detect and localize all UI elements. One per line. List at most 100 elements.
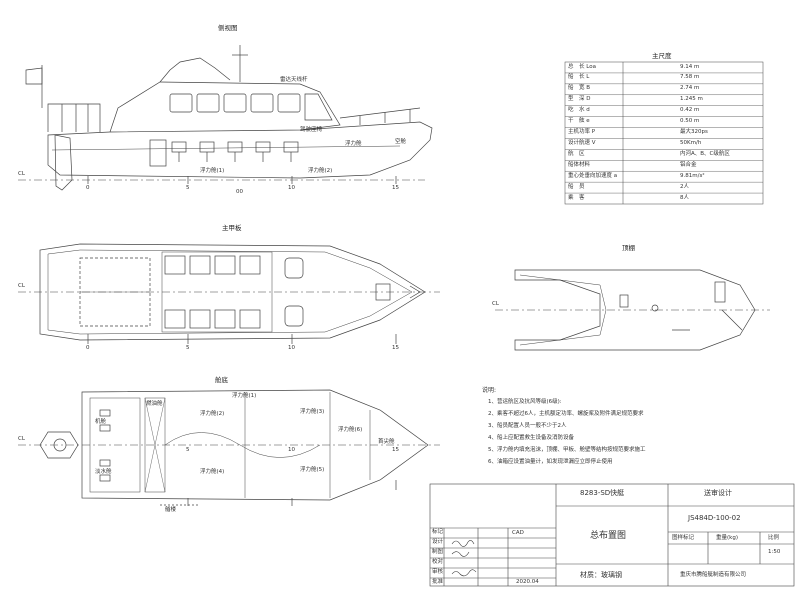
- frame-number: 10: [288, 185, 295, 191]
- side-window: [196, 93, 220, 113]
- bow-rail: [339, 107, 421, 119]
- dims-key: 干 舷 e: [568, 118, 590, 125]
- scale-value: 1:50: [768, 549, 781, 555]
- dv2-label: 浮力舱(2): [308, 168, 333, 174]
- side-cabin: [109, 81, 341, 133]
- cl-label-roof: CL: [492, 301, 499, 307]
- title-block-grid: [429, 483, 795, 587]
- frame-number: 15: [392, 185, 399, 191]
- bow-label: 首尖舱: [378, 439, 395, 445]
- dims-key: 船 长 L: [568, 74, 590, 81]
- frame-number: 15: [392, 345, 399, 351]
- dims-key: 重心处垂向加速度 a: [568, 172, 618, 179]
- material: 材质：玻璃钢: [580, 571, 622, 579]
- void-label: 浮力舱: [345, 141, 362, 147]
- drawing-title: 总布置图: [590, 531, 627, 541]
- deck-seats: [164, 255, 304, 329]
- frame-number: 15: [392, 447, 399, 453]
- void-d-label: 浮力舱(4): [200, 469, 225, 475]
- frame-number: 5: [186, 185, 190, 191]
- void-c-label: 浮力舱(3): [300, 409, 325, 415]
- side-window: [250, 93, 274, 113]
- dims-value: 1.245 m: [680, 96, 703, 103]
- dims-key: 船 员: [568, 183, 585, 190]
- design-phase: 送审设计: [704, 489, 732, 497]
- deck-outline: [39, 243, 426, 341]
- roof-outline: [514, 269, 756, 351]
- bottom-view-title: 舱底: [215, 376, 228, 384]
- dims-value: 9.14 m: [680, 63, 700, 70]
- cl-label-deck: CL: [18, 283, 25, 289]
- outboard-motor: [54, 134, 73, 191]
- note-item: 1、营运航区及抗风等级(6级):: [488, 399, 562, 405]
- deck-hatch: [375, 283, 391, 301]
- side-window: [169, 93, 193, 113]
- title-role: 设计: [432, 539, 444, 545]
- dims-key: 乘 客: [568, 194, 585, 201]
- void-e-label: 浮力舱(5): [300, 467, 325, 473]
- dims-value: 8人: [680, 194, 689, 201]
- void2-label: 空舱: [395, 139, 407, 145]
- roof-view: [495, 269, 770, 351]
- side-hull: [47, 121, 433, 179]
- side-seats: [171, 141, 299, 162]
- bottom-motor: [39, 431, 79, 459]
- roof-vent: [619, 294, 629, 308]
- engine-room-label: 机舱: [95, 419, 107, 425]
- dims-value: 7.58 m: [680, 74, 700, 81]
- mark-col: 图样标记: [672, 535, 695, 541]
- bottom-view: [18, 389, 440, 506]
- void-a-label: 浮力舱(1): [232, 393, 257, 399]
- frame-number: 5: [186, 447, 190, 453]
- roof-windshield: [714, 281, 726, 303]
- note-item: 2、乘客不超过6人，主机额定功率、螺旋桨及附件满足规范要求: [488, 411, 644, 417]
- roof-mast: [721, 309, 743, 331]
- dims-table-grid: [564, 61, 764, 205]
- dims-key: 船体材料: [568, 161, 591, 168]
- bow-fitting: [409, 285, 421, 299]
- dv1-label: 浮力舱(1): [200, 168, 225, 174]
- bottom-outline: [81, 389, 429, 501]
- title-role: 标记: [432, 529, 444, 535]
- engine-room-box: [89, 397, 141, 493]
- dims-value: 0.42 m: [680, 107, 700, 114]
- frame-number: 0: [86, 185, 90, 191]
- title-role: 审核: [432, 569, 444, 575]
- dims-key: 航 区: [568, 150, 585, 157]
- side-window: [223, 93, 247, 113]
- title-role: 校对: [432, 559, 444, 565]
- frame-number: 10: [288, 345, 295, 351]
- scale-col: 比例: [768, 535, 780, 541]
- project-name: 8283-SD快艇: [580, 489, 625, 497]
- signatures: [451, 540, 477, 577]
- tank-label: 燃油舱: [146, 401, 163, 407]
- title-role: 批准: [432, 579, 444, 585]
- side-view-title: 侧视图: [218, 24, 238, 32]
- dims-value: 9.81m/s²: [680, 172, 705, 179]
- drawing-number: JS484D-100-02: [688, 514, 741, 522]
- cl-label-side: CL: [18, 171, 25, 177]
- company: 重庆市腾船艇制造有限公司: [680, 572, 747, 578]
- dims-value: 50Km/h: [680, 139, 702, 146]
- antenna-label: 雷达天线杆: [280, 77, 308, 83]
- dims-key: 主机功率 P: [568, 129, 596, 136]
- dims-value: 0.50 m: [680, 118, 700, 125]
- dims-value: 最大320ps: [680, 129, 708, 136]
- cad-label: CAD: [512, 530, 524, 536]
- frame-number: 10: [288, 447, 295, 453]
- note-item: 3、船员配置人员一般不少于2人: [488, 423, 567, 429]
- dims-value: 铝合金: [680, 161, 697, 168]
- roof-view-title: 顶棚: [622, 244, 635, 252]
- notes-title: 说明:: [482, 387, 497, 394]
- note-item: 5、浮力舱内填充泡沫，顶棚、甲板、舱壁等结构按规范要求施工: [488, 447, 646, 453]
- seat-label: 驾驶座椅: [300, 127, 323, 133]
- dims-value: 2人: [680, 183, 689, 190]
- note-item: 4、船上应配置救生设备及消防设备: [488, 435, 575, 441]
- side-view: [18, 45, 433, 191]
- side-canopy: [159, 57, 231, 83]
- bridge-label: 艏楼: [165, 507, 177, 513]
- flag: [25, 67, 43, 85]
- dims-value: 内河A、B、C级航区: [680, 150, 730, 157]
- dims-value: 2.74 m: [680, 85, 700, 92]
